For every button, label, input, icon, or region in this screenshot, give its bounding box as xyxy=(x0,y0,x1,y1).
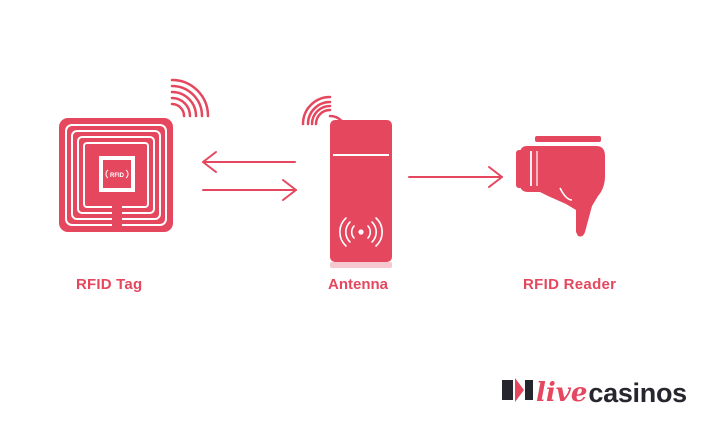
arrow-tag-to-antenna xyxy=(202,179,297,201)
rfid-reader-label: RFID Reader xyxy=(523,276,617,293)
brand-casinos-text: casinos xyxy=(588,378,687,408)
rfid-tag-label: RFID Tag xyxy=(76,276,143,293)
arrow-antenna-to-reader xyxy=(408,166,503,188)
livecasinos-logo-mark xyxy=(502,378,533,402)
tag-signal-icon xyxy=(170,78,210,118)
tag-chip-label: RFID xyxy=(110,173,125,179)
livecasinos-logo: live casinos xyxy=(499,370,687,408)
antenna-label: Antenna xyxy=(328,276,388,293)
antenna-icon xyxy=(330,120,392,268)
rfid-tag-icon: RFID xyxy=(59,118,173,232)
rfid-reader-gun-icon xyxy=(516,136,605,237)
arrow-antenna-to-tag xyxy=(202,151,296,173)
brand-live-text: live xyxy=(536,378,588,408)
